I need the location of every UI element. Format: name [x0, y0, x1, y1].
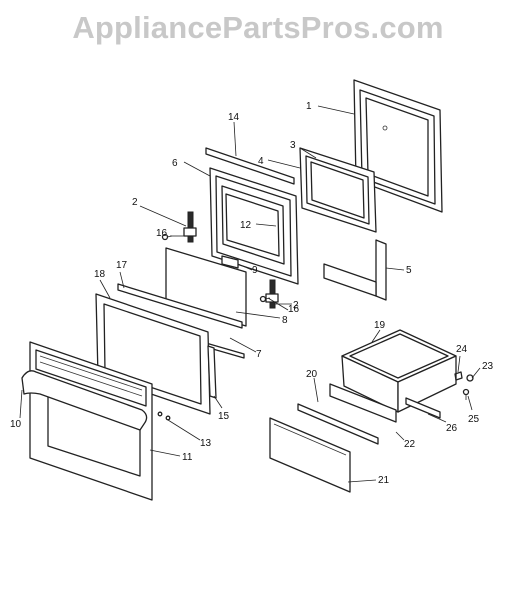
- part-16-screws: [161, 233, 271, 303]
- part-9-latch: [221, 255, 239, 269]
- callout-15: 15: [218, 411, 230, 422]
- part-17-trim-strip: [117, 283, 243, 329]
- part-19-drawer: [341, 329, 457, 413]
- part-6-inner-door-frame: [209, 167, 299, 285]
- callout-6: 6: [172, 158, 178, 169]
- callout-24: 24: [456, 344, 468, 355]
- part-15-side-trim: [207, 345, 217, 399]
- part-22-drawer-rail: [329, 383, 397, 423]
- callout-20: 20: [306, 369, 318, 380]
- callout-13: 13: [200, 438, 212, 449]
- part-10-door-handle: [21, 370, 148, 431]
- part-2-hinge-left: [183, 211, 197, 243]
- part-26-drawer-slide: [405, 397, 441, 419]
- callout-2-left: 2: [132, 197, 138, 208]
- callout-22: 22: [404, 439, 416, 450]
- callout-labels: 1 2 2 3 4 5 6 7 8 9 10 11 12 13 14 15 16…: [10, 101, 494, 486]
- part-24-clip: [454, 371, 463, 381]
- watermark-logo: AppliancePartsPros.com: [72, 10, 444, 45]
- callout-1: 1: [306, 101, 312, 112]
- callout-12: 12: [240, 220, 252, 231]
- leader-lines: [19, 105, 481, 483]
- callout-25: 25: [468, 414, 480, 425]
- part-13-screws: [157, 411, 171, 421]
- callout-7: 7: [256, 349, 262, 360]
- part-20-drawer-trim: [297, 403, 379, 445]
- part-14-top-trim: [205, 147, 295, 185]
- part-23-bolt: [466, 374, 474, 382]
- callout-26: 26: [446, 423, 458, 434]
- callout-18: 18: [94, 269, 106, 280]
- callout-19: 19: [374, 320, 386, 331]
- callout-9: 9: [252, 265, 258, 276]
- callout-23: 23: [482, 361, 494, 372]
- part-3-4-glass-pack: [299, 147, 377, 233]
- part-25-screw: [462, 388, 470, 400]
- callout-16-right: 16: [288, 304, 300, 315]
- part-1-door-back-panel: [353, 79, 443, 213]
- part-2-hinge-right: [265, 279, 279, 309]
- callout-4: 4: [258, 156, 264, 167]
- callout-3: 3: [290, 140, 296, 151]
- callout-17: 17: [116, 260, 128, 271]
- callout-8: 8: [282, 315, 288, 326]
- part-5-l-bracket: [323, 239, 387, 301]
- callout-10: 10: [10, 419, 22, 430]
- callout-5: 5: [406, 265, 412, 276]
- callout-11: 11: [182, 452, 193, 463]
- callout-2-right: 2: [293, 300, 299, 311]
- callout-21: 21: [378, 475, 390, 486]
- callout-16-left: 16: [156, 228, 168, 239]
- part-21-drawer-front: [269, 417, 351, 493]
- callout-14: 14: [228, 112, 240, 123]
